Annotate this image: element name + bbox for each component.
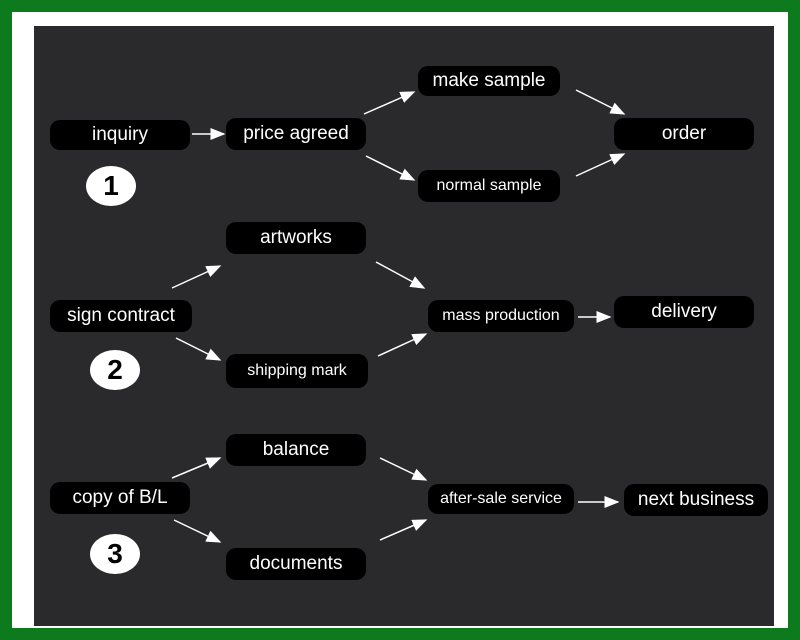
node-after-sale-service: after-sale service [428,484,574,514]
arrow-price-to-make-sample [363,91,416,115]
node-next-business: next business [624,484,768,516]
step-badge-2: 2 [90,350,140,390]
arrow-bl-to-balance [171,457,222,479]
arrow-shipping-to-mass [377,333,428,357]
step-badge-1: 1 [86,166,136,206]
node-balance: balance [226,434,366,466]
arrow-balance-to-aftersale [379,457,428,481]
node-make-sample: make sample [418,66,560,96]
node-inquiry: inquiry [50,120,190,150]
arrow-contract-to-shipping [175,337,222,361]
arrow-make-sample-to-order [575,89,626,115]
arrow-bl-to-documents [173,519,222,543]
step-badge-3: 3 [90,534,140,574]
arrow-contract-to-artworks [171,265,222,289]
node-documents: documents [226,548,366,580]
arrow-price-to-normal-sample [365,155,416,181]
node-normal-sample: normal sample [418,170,560,202]
node-artworks: artworks [226,222,366,254]
arrow-artworks-to-mass [375,261,426,289]
node-copy-of-bl: copy of B/L [50,482,190,514]
node-order: order [614,118,754,150]
node-price-agreed: price agreed [226,118,366,150]
node-sign-contract: sign contract [50,300,192,332]
node-delivery: delivery [614,296,754,328]
arrow-documents-to-aftersale [379,519,428,541]
arrow-normal-sample-to-order [575,153,626,177]
node-shipping-mark: shipping mark [226,354,368,388]
node-mass-production: mass production [428,300,574,332]
